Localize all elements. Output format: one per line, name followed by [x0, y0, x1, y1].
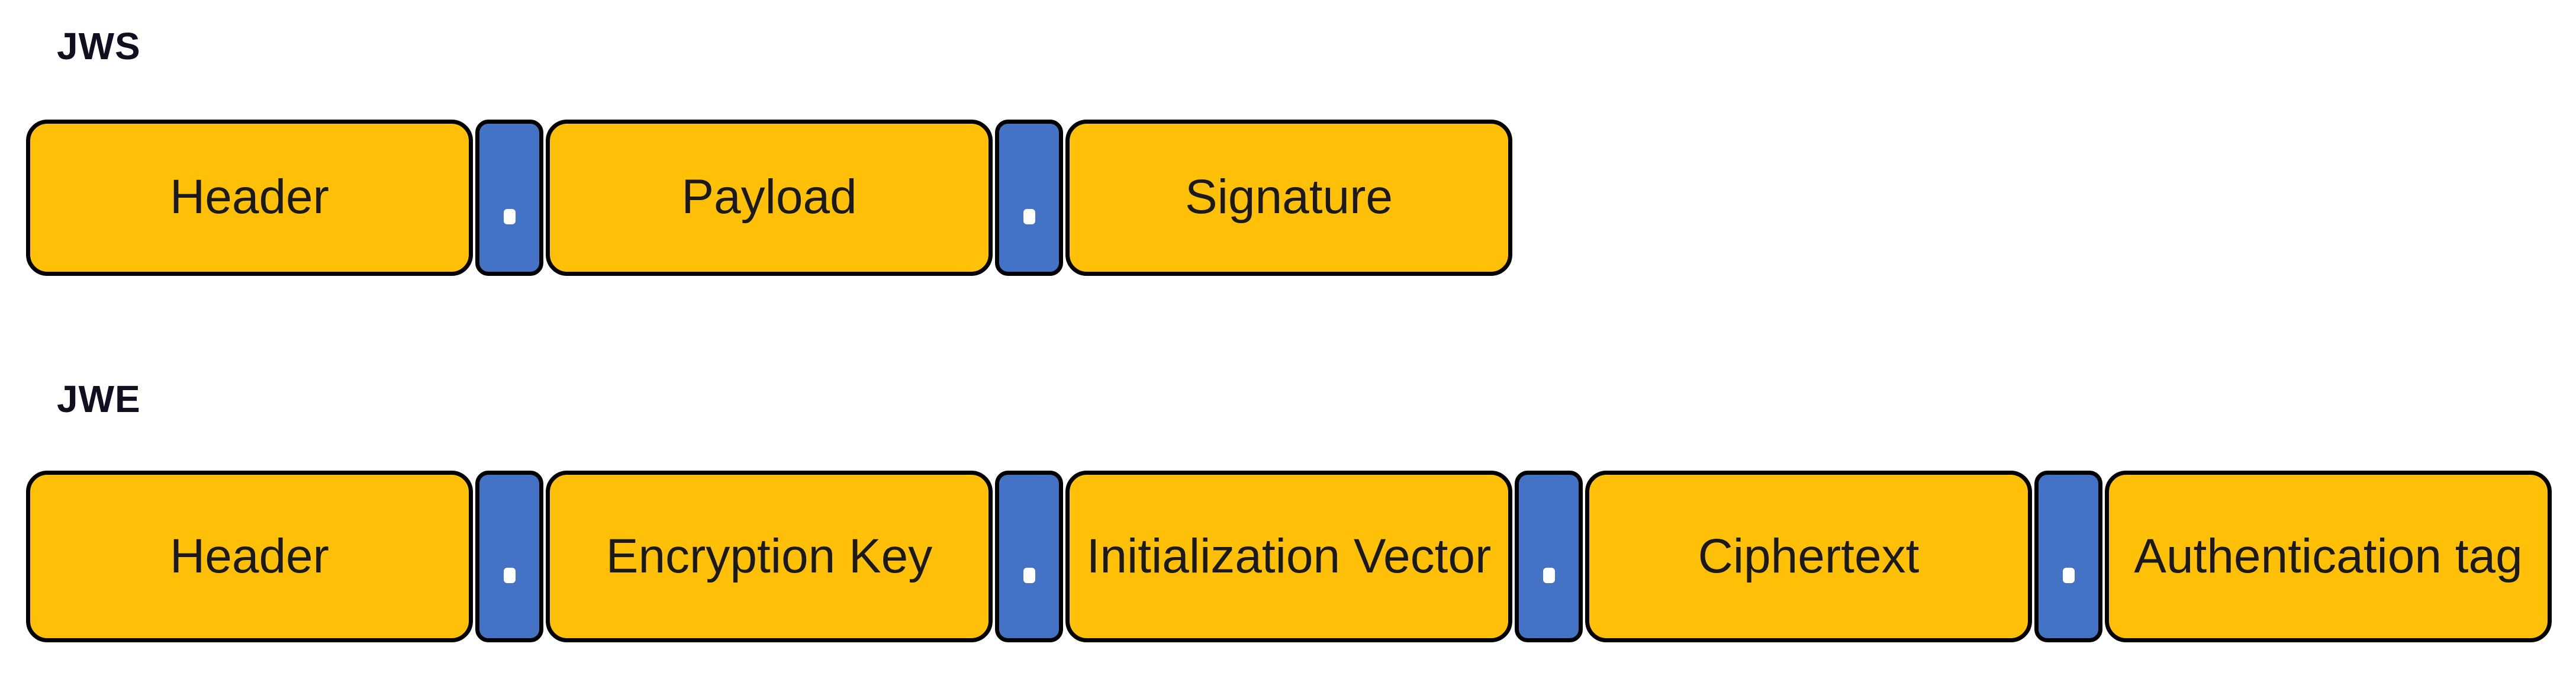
segment-label: Ciphertext — [1698, 529, 1920, 583]
segment-label: Initialization Vector — [1086, 529, 1492, 583]
separator-dot-icon — [1023, 568, 1035, 584]
segment-box-jws-payload: Payload — [546, 119, 993, 276]
segment-box-jwe-authentication-tag: Authentication tag — [2105, 471, 2552, 643]
dot-separator — [995, 119, 1063, 276]
segment-label: Payload — [681, 170, 857, 224]
dot-separator — [475, 471, 543, 643]
segment-label: Signature — [1184, 170, 1393, 224]
separator-dot-icon — [1023, 208, 1035, 224]
segment-box-jwe-encryption-key: Encryption Key — [546, 471, 993, 643]
separator-dot-icon — [1543, 568, 1555, 584]
segment-label: Header — [170, 170, 329, 224]
segment-box-jws-header: Header — [26, 119, 473, 276]
separator-dot-icon — [503, 568, 516, 584]
separator-dot-icon — [503, 208, 516, 224]
dot-separator — [1515, 471, 1583, 643]
jws-section-title: JWS — [57, 25, 141, 67]
segment-box-jws-signature: Signature — [1065, 119, 1512, 276]
segment-box-jwe-ciphertext: Ciphertext — [1585, 471, 2032, 643]
segment-label: Authentication tag — [2134, 529, 2523, 583]
dot-separator — [2034, 471, 2102, 643]
jwe-section-title: JWE — [57, 377, 141, 420]
separator-dot-icon — [2062, 568, 2075, 584]
segment-box-jwe-initialization-vector: Initialization Vector — [1065, 471, 1512, 643]
dot-separator — [995, 471, 1063, 643]
segment-label: Header — [170, 529, 329, 583]
jws-token-row: Header Payload Signature — [26, 119, 2576, 276]
segment-label: Encryption Key — [606, 529, 933, 583]
segment-box-jwe-header: Header — [26, 471, 473, 643]
dot-separator — [475, 119, 543, 276]
jwe-token-row: Header Encryption Key Initialization Vecto… — [26, 471, 2576, 643]
